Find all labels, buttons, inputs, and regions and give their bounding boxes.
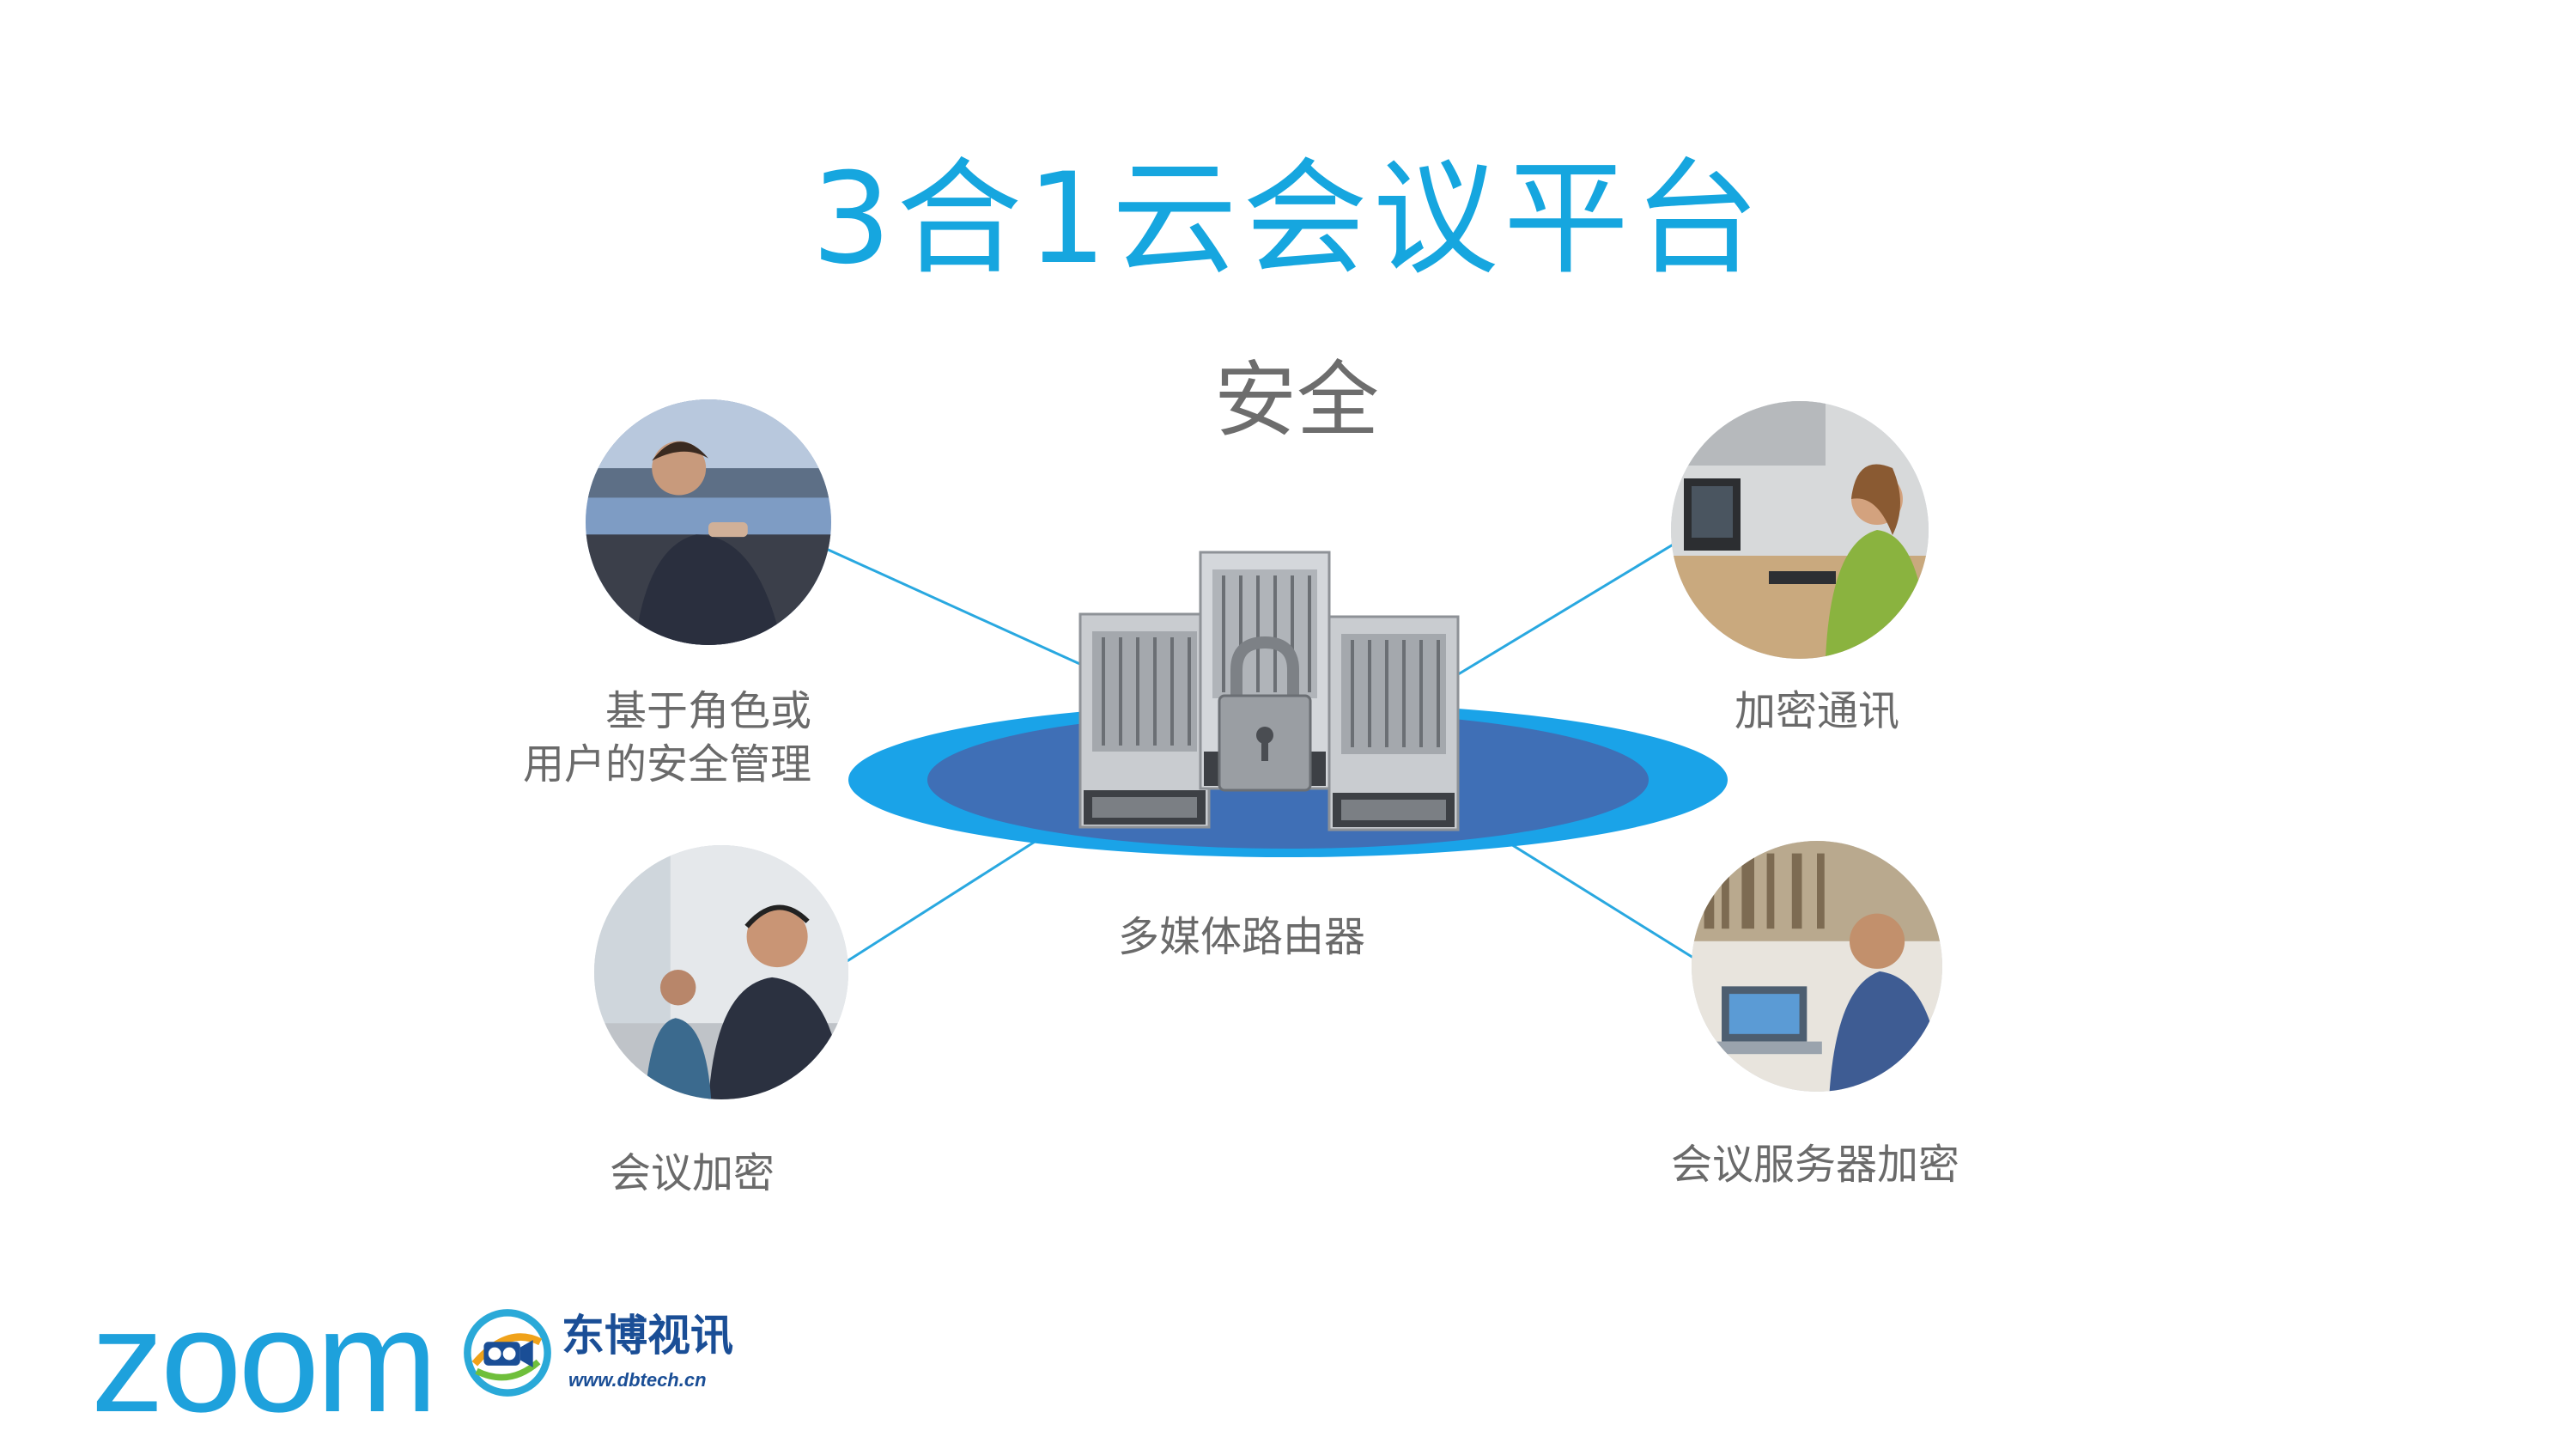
woman-at-desk-photo: [1671, 401, 1929, 659]
connector-lines: [823, 539, 1701, 964]
dbtech-logo-url: www.dbtech.cn: [568, 1369, 707, 1391]
label-role-user-security-line1: 基于角色或: [605, 687, 811, 735]
label-role-user-security-line2: 用户的安全管理: [522, 740, 811, 788]
connector-bottom-left: [845, 840, 1036, 964]
server-rack-right: [1327, 615, 1460, 831]
connector-top-right: [1450, 539, 1680, 680]
slide-subtitle: 安全: [1214, 352, 1379, 448]
call-center-headset-photo: [594, 845, 848, 1099]
zoom-logo: zoom: [91, 1280, 438, 1443]
connector-top-left: [823, 546, 1084, 667]
connector-bottom-right: [1506, 840, 1701, 964]
dbtech-camera-icon: [464, 1309, 551, 1397]
dbtech-logo-name: 东博视讯: [562, 1311, 733, 1361]
label-meeting-server-encryption: 会议服务器加密: [1671, 1141, 1960, 1189]
server-rack-left: [1078, 612, 1211, 829]
slide-title: 3合1云会议平台: [811, 146, 1765, 292]
man-with-laptop-photo: [1692, 841, 1942, 1092]
label-multimedia-router: 多媒体路由器: [1118, 913, 1366, 961]
businessman-phone-photo: [586, 399, 831, 645]
label-encrypted-communication: 加密通讯: [1735, 687, 1900, 735]
label-role-user-security: 基于角色或 用户的安全管理: [523, 685, 811, 791]
padlock-icon: [1218, 636, 1312, 792]
label-meeting-encryption: 会议加密: [610, 1149, 775, 1197]
